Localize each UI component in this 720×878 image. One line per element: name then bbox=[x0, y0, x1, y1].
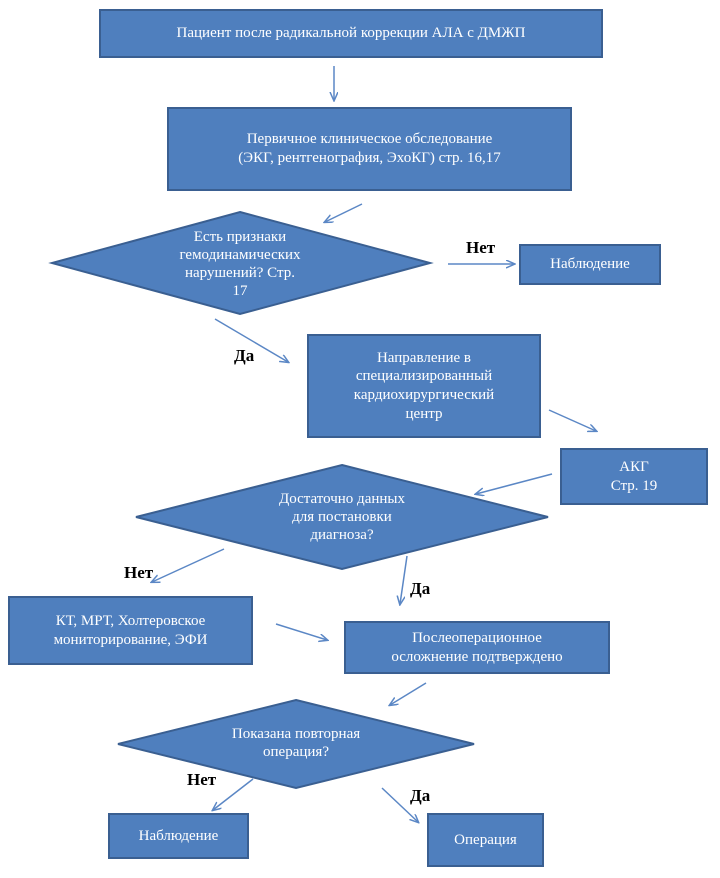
label-yes-2: Да bbox=[410, 579, 431, 598]
label-no-1: Нет bbox=[466, 238, 496, 257]
referral-box-line-2: специализированный bbox=[355, 368, 493, 385]
label-yes-1: Да bbox=[234, 346, 255, 365]
decision-2-line-3: диагноза? bbox=[310, 527, 374, 543]
operation-box-text: Операция bbox=[454, 831, 517, 848]
decision-2-shape bbox=[135, 463, 549, 571]
referral-box-line-3: кардиохирургический bbox=[353, 387, 495, 403]
arrow-decision2-yes bbox=[400, 555, 408, 604]
observation-box-1: Наблюдение bbox=[519, 244, 661, 285]
exam-box: Первичное клиническое обследование (ЭКГ,… bbox=[167, 107, 572, 191]
referral-box: Направление в специализированный кардиох… bbox=[307, 334, 541, 438]
kt-mrt-box-line-1: КТ, МРТ, Холтеровское bbox=[55, 612, 206, 629]
arrow-kt-to-confirmed bbox=[275, 623, 327, 640]
start-box-text: Пациент после радикальной коррекции АЛА … bbox=[176, 25, 526, 42]
label-yes-3: Да bbox=[410, 786, 431, 805]
observation-box-2-text: Наблюдение bbox=[138, 827, 219, 844]
arrow-referral-to-akg bbox=[548, 409, 596, 431]
arrow-akg-to-decision2 bbox=[476, 473, 553, 494]
referral-box-line-1: Направление в bbox=[376, 349, 472, 366]
label-no-3: Нет bbox=[187, 770, 217, 789]
start-box: Пациент после радикальной коррекции АЛА … bbox=[99, 9, 603, 58]
label-no-2: Нет bbox=[124, 563, 154, 582]
decision-1-line-3: нарушений? Стр. bbox=[185, 265, 295, 281]
observation-box-1-text: Наблюдение bbox=[550, 256, 630, 273]
decision-3-line-2: операция? bbox=[263, 744, 329, 760]
decision-1-line-4: 17 bbox=[232, 283, 248, 299]
decision-3-shape bbox=[117, 698, 475, 790]
decision-2-line-2: для постановки bbox=[292, 509, 392, 525]
exam-box-line-2: (ЭКГ, рентгенография, ЭхоКГ) стр. 16,17 bbox=[238, 150, 501, 166]
decision-1-shape bbox=[48, 210, 434, 316]
confirmed-box: Послеоперационное осложнение подтвержден… bbox=[344, 621, 610, 674]
decision-3-line-1: Показана повторная bbox=[231, 726, 361, 742]
kt-mrt-box-line-2: мониторирование, ЭФИ bbox=[53, 631, 208, 648]
exam-box-line-1: Первичное клиническое обследование bbox=[246, 131, 493, 148]
confirmed-box-line-1: Послеоперационное bbox=[412, 629, 542, 646]
decision-2-text: Достаточно данных для постановки диагноз… bbox=[232, 484, 452, 550]
kt-mrt-box: КТ, МРТ, Холтеровское мониторирование, Э… bbox=[8, 596, 253, 665]
decision-1-text: Есть признаки гемодинамических нарушений… bbox=[150, 220, 330, 308]
decision-2-line-1: Достаточно данных bbox=[279, 491, 405, 507]
decision-1-line-2: гемодинамических bbox=[179, 247, 301, 263]
arrow-decision3-no bbox=[213, 778, 254, 810]
akg-box-line-2: Стр. 19 bbox=[610, 477, 658, 494]
arrow-decision2-no bbox=[152, 548, 225, 582]
confirmed-box-line-2: осложнение подтверждено bbox=[391, 648, 563, 665]
observation-box-2: Наблюдение bbox=[108, 813, 249, 859]
akg-box-line-1: АКГ bbox=[619, 458, 649, 475]
arrow-confirmed-to-decision3 bbox=[390, 682, 427, 705]
arrow-decision1-yes bbox=[214, 318, 288, 362]
akg-box: АКГ Стр. 19 bbox=[560, 448, 708, 505]
operation-box: Операция bbox=[427, 813, 544, 867]
arrow-decision3-yes bbox=[381, 787, 418, 822]
decision-3-text: Показана повторная операция? bbox=[196, 718, 396, 768]
referral-box-line-4: центр bbox=[405, 405, 443, 422]
decision-1-line-1: Есть признаки bbox=[193, 229, 287, 245]
arrow-exam-to-decision1 bbox=[325, 203, 363, 222]
